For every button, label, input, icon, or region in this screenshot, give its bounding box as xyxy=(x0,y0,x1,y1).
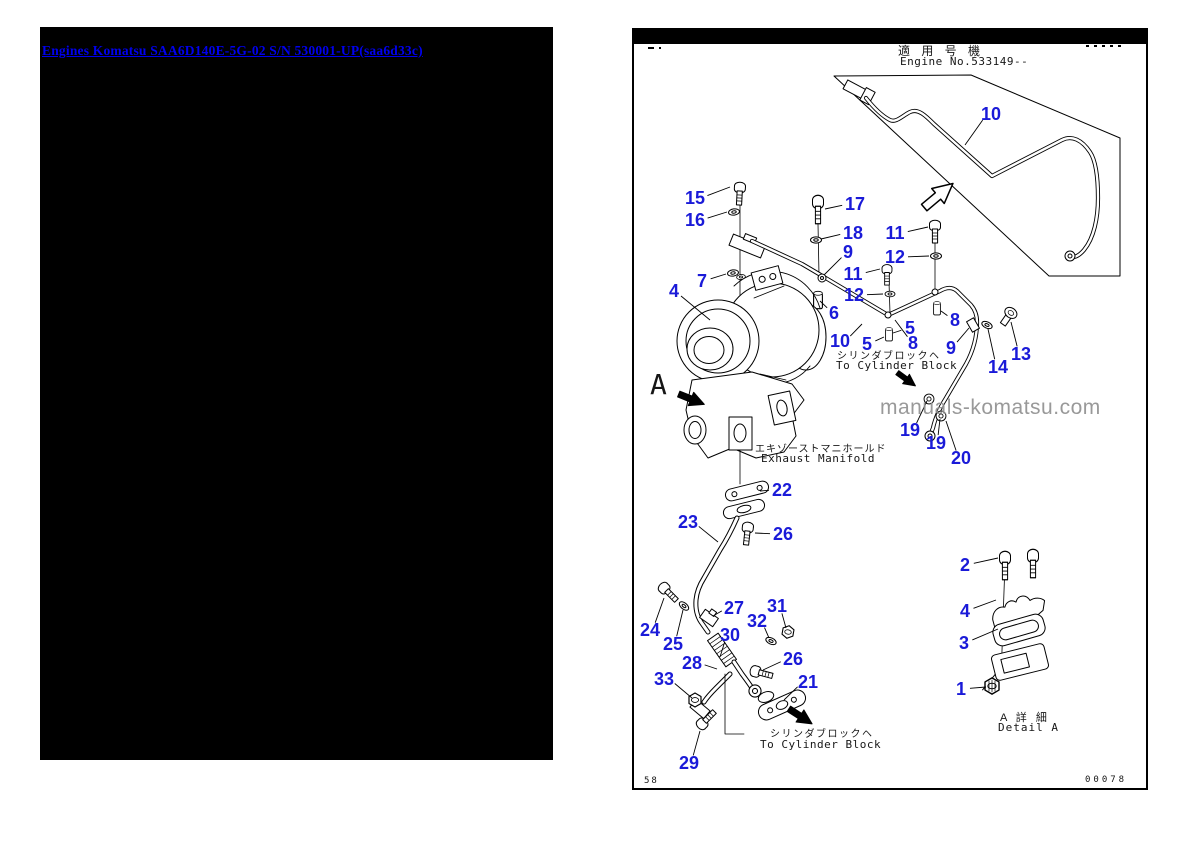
callout-28: 28 xyxy=(681,653,703,673)
callout-31: 31 xyxy=(766,596,788,616)
page-number-right: 00078 xyxy=(1085,775,1128,785)
callout-14: 14 xyxy=(987,357,1009,377)
callout-6: 6 xyxy=(828,303,840,323)
callout-16: 16 xyxy=(684,210,706,230)
callout-27: 27 xyxy=(723,598,745,618)
to-cylinder-block-label-en-bottom: To Cylinder Block xyxy=(760,738,882,751)
callout-9: 9 xyxy=(945,338,957,358)
detail-a-drawing xyxy=(982,548,1049,695)
callout-21: 21 xyxy=(797,672,819,692)
callout-12: 12 xyxy=(843,285,865,305)
callout-4: 4 xyxy=(959,601,971,621)
turbocharger-drawing xyxy=(676,265,827,485)
callout-10: 10 xyxy=(829,331,851,351)
callout-26: 26 xyxy=(782,649,804,669)
callout-13: 13 xyxy=(1010,344,1032,364)
callout-5: 5 xyxy=(904,318,916,338)
callout-8: 8 xyxy=(949,310,961,330)
callout-22: 22 xyxy=(771,480,793,500)
callout-1: 1 xyxy=(955,679,967,699)
callout-3: 3 xyxy=(958,633,970,653)
engine-number: Engine No.533149-- xyxy=(900,55,1029,68)
page-number-left: 58 xyxy=(644,776,659,786)
callout-20: 20 xyxy=(950,448,972,468)
exhaust-manifold-label-jp: エキゾーストマニホールド xyxy=(755,444,887,455)
page-top-bar xyxy=(632,28,1148,44)
callout-12: 12 xyxy=(884,247,906,267)
left-black-panel: Engines Komatsu SAA6D140E-5G-02 S/N 5300… xyxy=(40,27,553,760)
callout-4: 4 xyxy=(668,281,680,301)
callout-9: 9 xyxy=(842,242,854,262)
callout-30: 30 xyxy=(719,625,741,645)
callout-10: 10 xyxy=(980,104,1002,124)
manual-page: 適 用 号 機 Engine No.533149-- シリンダブロックヘ To … xyxy=(632,28,1148,790)
callout-26: 26 xyxy=(772,524,794,544)
view-direction-arrow xyxy=(917,175,960,216)
site-watermark: manuals-komatsu.com xyxy=(880,396,1101,419)
callout-24: 24 xyxy=(639,620,661,640)
drain-flange-gasket xyxy=(722,480,770,546)
callout-18: 18 xyxy=(842,223,864,243)
callout-2: 2 xyxy=(959,555,971,575)
callout-32: 32 xyxy=(746,611,768,631)
boxed-tube-view xyxy=(833,74,1121,277)
callout-19: 19 xyxy=(899,420,921,440)
pipe-mount-bolts xyxy=(810,194,942,314)
to-cylinder-block-label-jp-bottom: シリンダブロックヘ xyxy=(770,729,874,740)
manual-link[interactable]: Engines Komatsu SAA6D140E-5G-02 S/N 5300… xyxy=(42,43,423,58)
callout-15: 15 xyxy=(684,188,706,208)
applicable-serial-header-jp: 適 用 号 機 xyxy=(898,44,985,58)
to-cylinder-block-label-jp-top: シリンダブロックヘ xyxy=(837,351,941,362)
callout-25: 25 xyxy=(662,634,684,654)
to-cylinder-block-label-en-top: To Cylinder Block xyxy=(836,359,958,372)
oil-pipe-drawing xyxy=(749,238,1018,442)
callout-29: 29 xyxy=(678,753,700,773)
callout-5: 5 xyxy=(861,334,873,354)
callout-17: 17 xyxy=(844,194,866,214)
callout-23: 23 xyxy=(677,512,699,532)
detail-a-label-jp: A 詳 細 xyxy=(1000,712,1050,724)
tick-marks xyxy=(648,45,1121,49)
view-a-marker: A xyxy=(650,368,667,401)
callout-19: 19 xyxy=(925,433,947,453)
callout-11: 11 xyxy=(885,223,905,243)
callout-8: 8 xyxy=(907,333,919,353)
exhaust-manifold-label-en: Exhaust Manifold xyxy=(761,452,875,465)
detail-a-label-en: Detail A xyxy=(998,721,1059,734)
callout-33: 33 xyxy=(653,669,675,689)
callout-11: 11 xyxy=(843,264,863,284)
callout-7: 7 xyxy=(696,271,708,291)
